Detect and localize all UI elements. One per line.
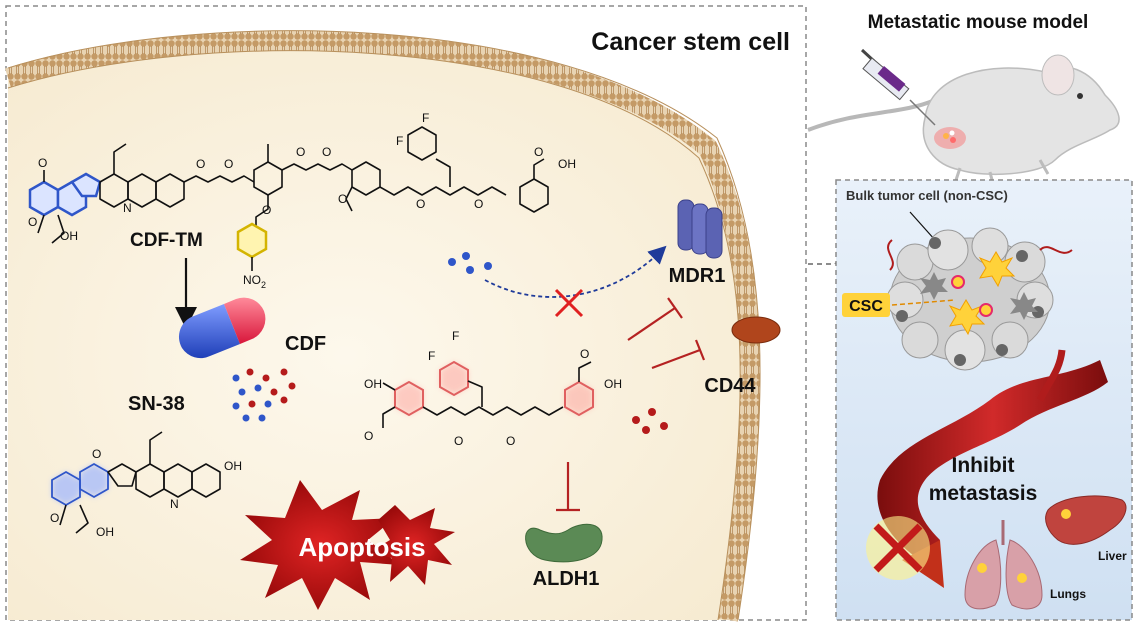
cdf-fluoro-1: F — [428, 349, 435, 363]
mouse-model-title: Metastatic mouse model — [868, 12, 1089, 33]
aldh1-label: ALDH1 — [533, 568, 600, 590]
inhibition-symbols — [556, 297, 706, 512]
cd44-label: CD44 — [704, 375, 756, 397]
liver-label: Liver — [1098, 549, 1127, 563]
aldh1-enzyme — [525, 523, 603, 563]
nitro-sub: 2 — [261, 280, 266, 290]
sn38-o-label-1: O — [92, 447, 101, 461]
cdf-oh-label-1: OH — [364, 377, 382, 391]
methoxy-o-1: O — [338, 192, 347, 206]
cell-title: Cancer stem cell — [591, 28, 790, 56]
cdf-tm-o-label-2: O — [28, 215, 37, 229]
cdf-ketone-o-1: O — [454, 434, 463, 448]
csc-label: CSC — [849, 298, 883, 315]
cdf-oh-label-2: OH — [604, 377, 622, 391]
csc-pointer — [891, 299, 956, 306]
ketone-o-2: O — [474, 197, 483, 211]
released-drug-dots — [232, 368, 296, 422]
cdf-tm-n-label: N — [123, 201, 132, 215]
cell-interior — [8, 32, 758, 621]
sn38-o-label-2: O — [50, 511, 59, 525]
sn38-structure: O O OH N OH — [50, 431, 242, 539]
mdr1-transporter — [677, 199, 723, 259]
lungs-organ — [964, 520, 1043, 610]
nitro-label: NO2 — [243, 273, 266, 290]
sn38-label: SN-38 — [128, 393, 185, 415]
fluoro-2: F — [422, 111, 429, 125]
ether-o: O — [262, 203, 271, 217]
vessel-branch — [1036, 349, 1066, 402]
cdf-tm-label: CDF-TM — [130, 230, 203, 251]
carbonate-o-1: O — [196, 157, 205, 171]
liver-metastasis-spot — [1061, 509, 1071, 519]
apoptosis-label: Apoptosis — [298, 532, 425, 562]
ketone-o-1: O — [416, 197, 425, 211]
cdf-tm-structure: O O OH N O O O NO2 O O O O O F F O O — [28, 111, 576, 290]
cd44-receptor — [731, 316, 781, 344]
sn38-n-label: N — [170, 497, 179, 511]
cdf-methoxy-o-1: O — [364, 429, 373, 443]
blocked-x-icon — [554, 288, 584, 318]
sn38-oh-label-2: OH — [224, 459, 242, 473]
membrane-inner-edge — [7, 50, 741, 621]
efflux-arrow — [484, 245, 667, 298]
methoxy-o-2: O — [534, 145, 543, 159]
apoptosis-burst — [240, 480, 455, 610]
syringe-icon — [860, 48, 936, 126]
tumor-cluster — [886, 227, 1073, 371]
inset-title: Bulk tumor cell (non-CSC) — [846, 188, 1008, 203]
phenol-oh-1: OH — [558, 157, 576, 171]
inhibit-text-line1: Inhibit — [952, 454, 1015, 477]
cdf-methoxy-o-2: O — [580, 347, 589, 361]
efflux-dots — [448, 252, 492, 274]
metastasis-blocked-x-icon — [866, 516, 930, 580]
lungs-label: Lungs — [1050, 587, 1086, 601]
liver-organ — [1045, 495, 1127, 545]
inhibit-text-line2: metastasis — [929, 482, 1038, 505]
carbonate-o-2: O — [224, 157, 233, 171]
carbonate-o-3: O — [296, 145, 305, 159]
membrane-outer-edge — [7, 30, 761, 621]
cdf-label: CDF — [285, 333, 326, 355]
mdr1-label: MDR1 — [669, 265, 726, 287]
sn38-oh-label-1: OH — [96, 525, 114, 539]
cdf-tm-o-label-1: O — [38, 156, 47, 170]
cdf-dots — [632, 408, 668, 434]
inset-pointer — [909, 211, 936, 241]
cdf-molecule: OH O F F O O O OH — [364, 329, 622, 448]
fluoro-1: F — [396, 134, 403, 148]
cdf-pill-icon — [178, 297, 266, 359]
cdf-ketone-o-2: O — [506, 434, 515, 448]
cdf-fluoro-2: F — [452, 329, 459, 343]
carbonate-o-4: O — [322, 145, 331, 159]
sn38-core-highlight — [28, 172, 102, 217]
cell-membrane — [5, 30, 761, 622]
csc-badge — [842, 293, 890, 317]
nitro-no: NO — [243, 273, 261, 287]
mouse-illustration — [807, 54, 1120, 189]
